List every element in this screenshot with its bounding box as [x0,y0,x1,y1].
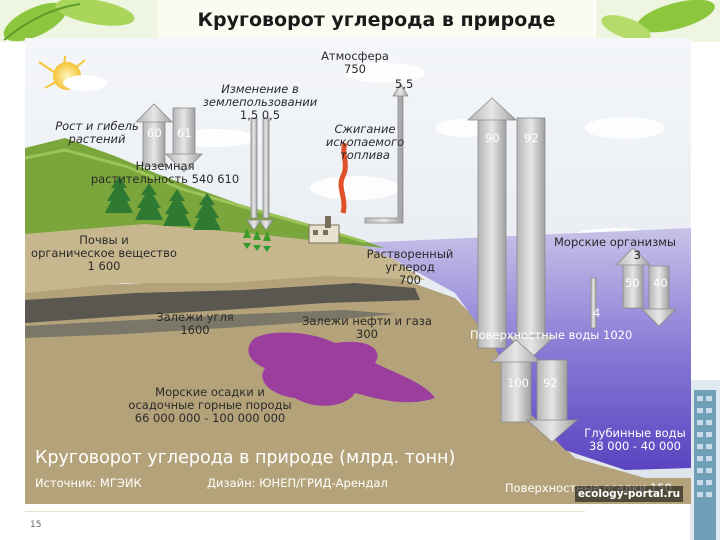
slide-title: Круговорот углерода в природе [158,0,595,41]
deep-water-title: Глубинные воды [584,426,686,440]
label-deep-water: Глубинные воды 38 000 - 40 000 [580,427,690,453]
soils-line2: органическое вещество [31,246,177,260]
burning-line3: топлива [340,148,390,162]
value-deep-out: 92 [543,376,558,390]
label-dissolved-carbon: Растворенный углерод 700 [360,248,460,287]
dissolved-line2: углерод [385,260,435,274]
watermark: ecology-portal.ru [575,486,683,502]
atmosphere-value: 750 [344,62,366,76]
value-4: 4 [593,306,601,320]
sediments-line2: осадочные горные породы [128,398,292,412]
value-ocean-out: 92 [524,131,539,145]
value-growth-in: 60 [147,126,162,140]
design-credit: Дизайн: ЮНЕП/ГРИД-Арендал [207,476,388,490]
oil-gas-title: Залежи нефти и газа [302,314,432,328]
soils-line1: Почвы и [79,233,129,247]
deep-water-value: 38 000 - 40 000 [589,439,681,453]
growth-arrows [243,243,271,252]
oil-gas-deposit [248,332,435,406]
sediments-line1: Морские осадки и [155,385,265,399]
page-number: 15 [30,520,42,530]
label-marine-sediments: Морские осадки и осадочные горные породы… [125,386,295,425]
factory-icon [308,216,340,244]
plant-icons [243,228,271,241]
land-use-values: 1,5 0,5 [239,108,281,122]
coal-seam [25,283,420,323]
tree-icons [105,176,221,230]
marine-organisms-title: Морские организмы [553,235,677,249]
leaf-decoration-left [0,0,160,42]
soils-value: 1 600 [87,259,121,273]
dissolved-value: 700 [399,273,421,287]
atmosphere-title: Атмосфера [321,49,389,63]
vegetation-line1: Наземная [135,159,195,173]
dissolved-line1: Растворенный [366,247,454,261]
label-marine-organisms: Морские организмы 3 [545,236,685,262]
marine-organisms-value: 3 [633,248,641,262]
value-growth-out: 61 [177,126,192,140]
label-atmosphere: Атмосфера 750 [295,50,415,76]
smoke-plume [338,142,348,214]
label-fossil-fuel-burning: Сжигание ископаемого топлива [325,123,405,162]
burning-line1: Сжигание [334,122,396,136]
label-soils: Почвы и органическое вещество 1 600 [29,234,179,273]
oil-gas-value: 300 [356,327,378,341]
figure-caption: Круговорот углерода в природе (млрд. тон… [35,448,456,468]
label-vegetation: Наземная растительность 540 610 [85,160,245,186]
label-coal-deposits: Залежи угля 1600 [135,311,255,337]
label-plant-growth: Рост и гибель растений [47,120,147,146]
footer-divider [25,511,585,512]
coal-title: Залежи угля [156,310,234,324]
label-fossil-fuel-value: 5,5 [395,77,414,91]
label-land-use-change: Изменение в землепользовании 1,5 0,5 [195,83,325,122]
coal-seam-lower [25,310,395,338]
land-use-line1: Изменение в [221,82,299,96]
label-oil-gas-deposits: Залежи нефти и газа 300 [287,315,447,341]
land-use-line2: землепользовании [202,95,318,109]
value-marine-out: 40 [653,276,668,290]
plant-growth-line1: Рост и гибель [55,119,139,133]
value-deep-in: 100 [507,376,529,390]
sediments-value: 66 000 000 - 100 000 000 [134,411,286,425]
vegetation-line2: растительность 540 610 [90,172,240,186]
value-marine-in: 50 [625,276,640,290]
sun-icon [38,55,107,91]
slide-title-text: Круговорот углерода в природе [197,9,556,31]
label-surface-water: Поверхностные воды 1020 [470,328,633,342]
coal-value: 1600 [180,323,210,337]
burning-line2: ископаемого [325,135,405,149]
plant-growth-line2: растений [68,132,126,146]
diagram-graphics [25,38,691,504]
building-decoration [690,380,720,540]
flux-arrows [135,83,677,443]
source-credit: Источник: МГЭИК [35,476,142,490]
value-ocean-in: 90 [485,131,500,145]
carbon-cycle-diagram: Атмосфера 750 Изменение в землепользован… [25,38,691,504]
leaf-decoration-right [596,0,720,42]
